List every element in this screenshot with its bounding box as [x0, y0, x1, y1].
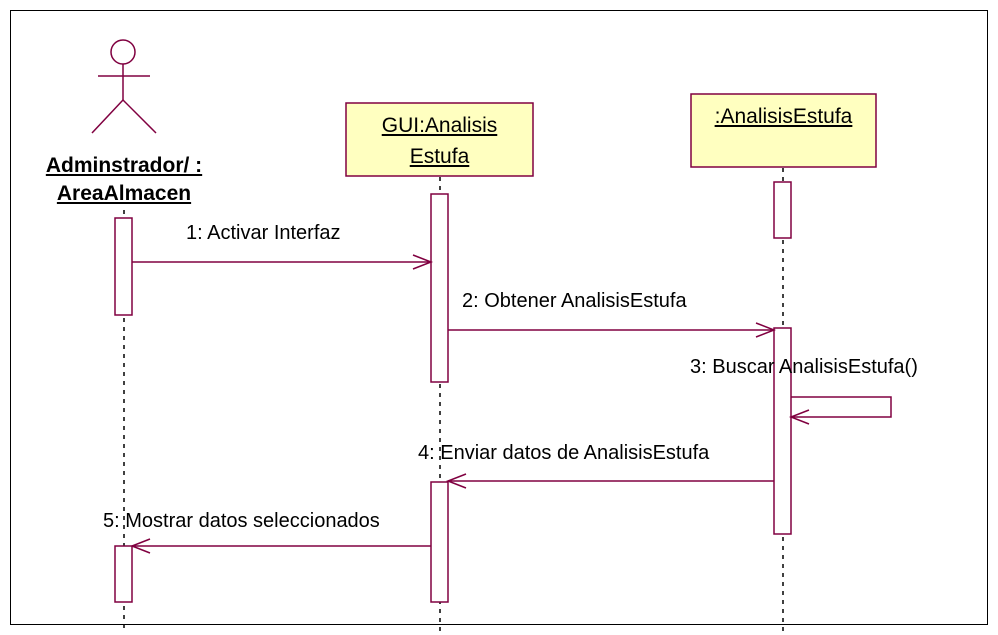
object-gui-line1: GUI:Analisis — [381, 114, 498, 137]
message-5-arrow — [129, 538, 431, 554]
actor-label-line2: AreaAlmacen — [56, 182, 192, 205]
activation-gui-2 — [430, 481, 449, 603]
object-box-analisis — [690, 93, 877, 168]
actor-figure — [91, 39, 157, 134]
message-5-label: 5: Mostrar datos seleccionados — [103, 510, 380, 532]
actor-label-line1: Adminstrador/ : — [45, 154, 203, 177]
message-3-self-arrow — [788, 396, 892, 425]
actor-label: Adminstrador/ : AreaAlmacen — [18, 152, 230, 208]
object-box-gui — [345, 102, 534, 177]
activation-gui-1 — [430, 193, 449, 383]
message-2-arrow — [448, 322, 777, 338]
object-analisis-line1: :AnalisisEstufa — [714, 105, 853, 128]
activation-analisis-1 — [773, 181, 792, 239]
message-4-arrow — [445, 473, 774, 489]
object-label-gui: GUI:Analisis Estufa — [346, 110, 533, 172]
message-3-label: 3: Buscar AnalisisEstufa() — [690, 356, 918, 378]
message-1-label: 1: Activar Interfaz — [186, 222, 341, 244]
message-2-label: 2: Obtener AnalisisEstufa — [462, 290, 687, 312]
activation-actor-2 — [114, 545, 133, 603]
activation-analisis-2 — [773, 327, 792, 535]
message-4-label: 4: Enviar datos de AnalisisEstufa — [418, 442, 710, 464]
object-label-analisis: :AnalisisEstufa — [691, 101, 876, 132]
object-gui-line2: Estufa — [409, 145, 470, 168]
message-1-arrow — [132, 254, 434, 270]
activation-actor-1 — [114, 217, 133, 316]
